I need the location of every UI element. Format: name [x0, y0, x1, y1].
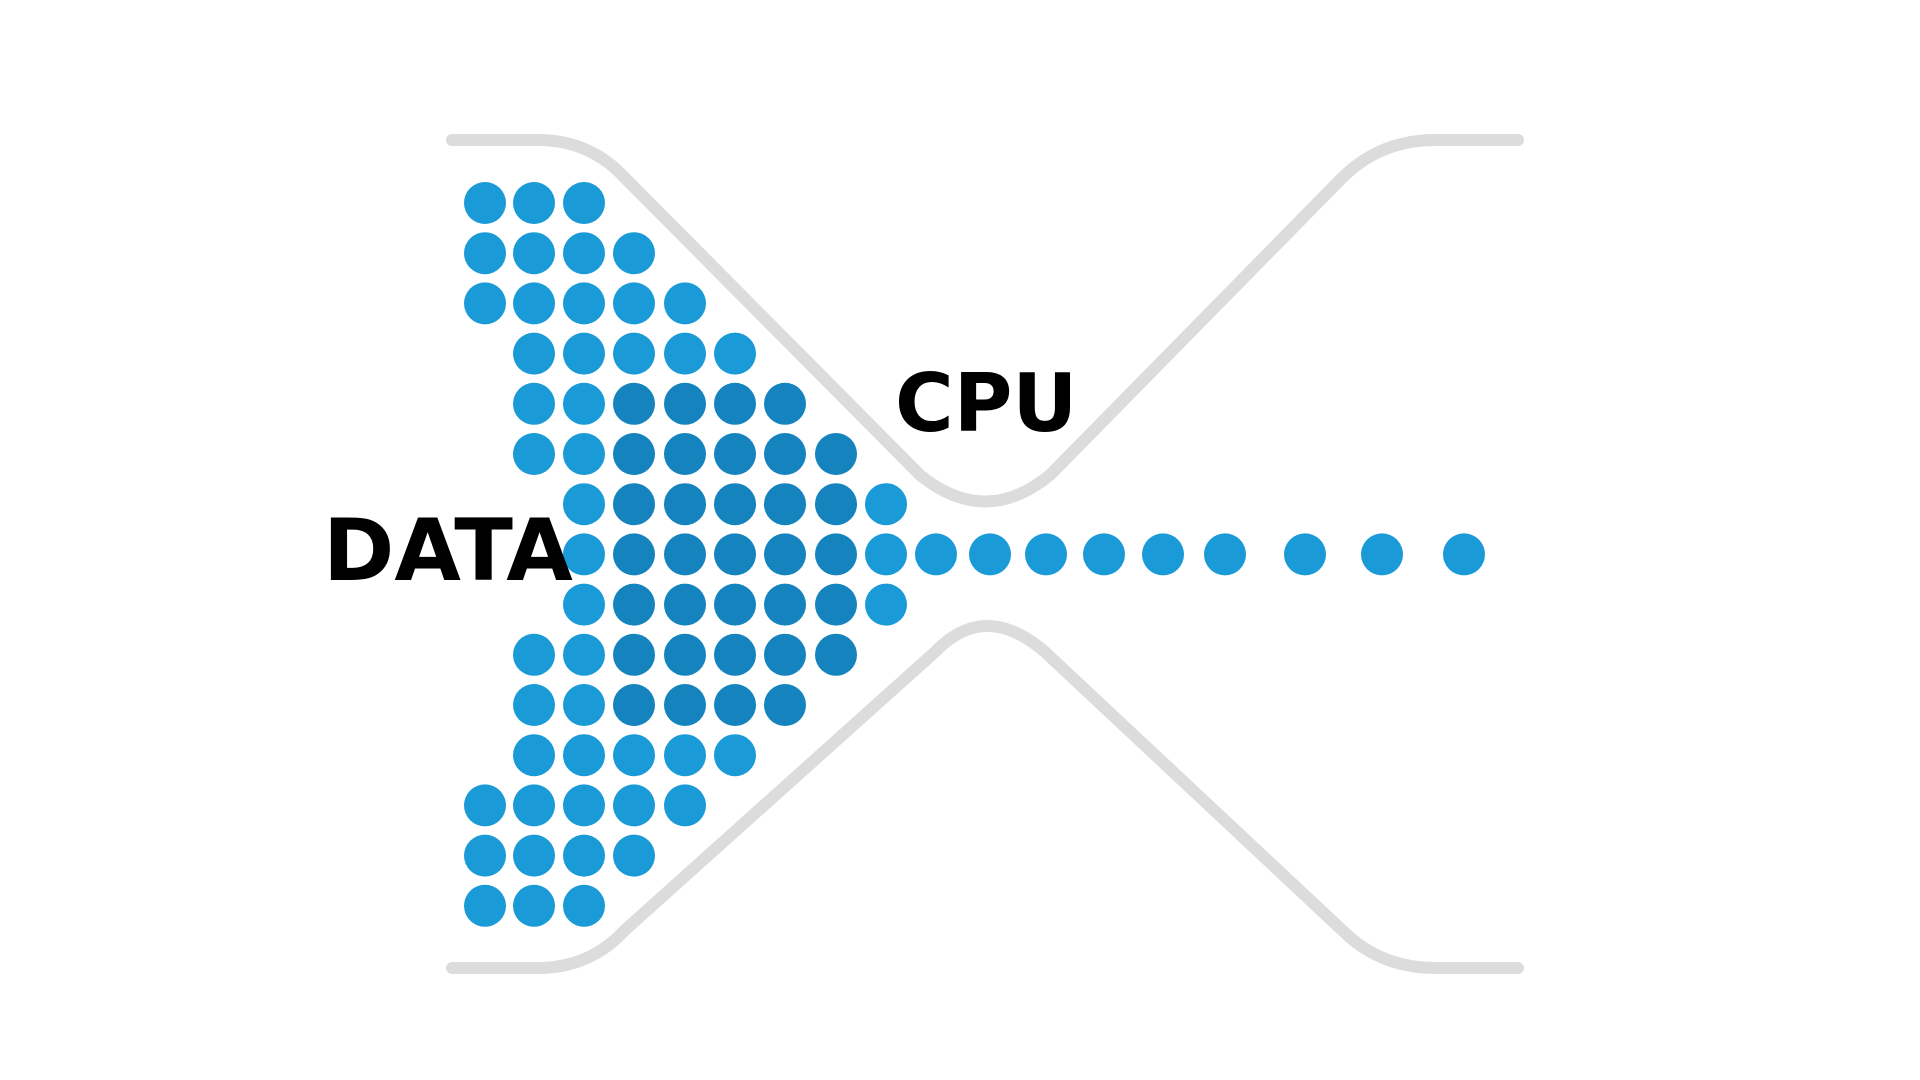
data-dot — [613, 232, 655, 275]
data-dot — [764, 382, 806, 425]
data-dot — [815, 583, 857, 626]
data-dot — [563, 232, 605, 275]
data-dot — [714, 533, 756, 576]
data-dot — [664, 784, 706, 827]
data-dot — [613, 483, 655, 526]
data-dot — [513, 282, 555, 325]
data-dot — [563, 533, 605, 576]
stream-dot — [1361, 533, 1403, 576]
data-dot — [513, 433, 555, 475]
data-dot — [664, 382, 706, 425]
stream-dot — [1284, 533, 1326, 576]
data-dot — [664, 533, 706, 576]
data-dot — [815, 483, 857, 526]
data-dot — [464, 834, 506, 877]
data-dot — [563, 483, 605, 526]
data-dot — [664, 734, 706, 777]
data-dot — [563, 583, 605, 626]
data-dot — [513, 834, 555, 877]
data-dot — [513, 382, 555, 425]
data-dot — [563, 884, 605, 927]
stream-dot — [1025, 533, 1067, 576]
data-dot — [764, 533, 806, 576]
data-dot — [464, 282, 506, 325]
data-dot — [563, 182, 605, 224]
data-dot — [664, 633, 706, 676]
data-dot — [714, 684, 756, 726]
stream-dot — [1083, 533, 1125, 576]
data-dot — [613, 734, 655, 777]
data-dot — [815, 433, 857, 475]
data-dot — [714, 433, 756, 475]
data-dot — [613, 633, 655, 676]
data-dot — [563, 633, 605, 676]
data-dot — [664, 282, 706, 325]
data-dot — [764, 483, 806, 526]
data-label: DATA — [323, 501, 573, 601]
data-dot — [563, 332, 605, 375]
data-dot — [764, 633, 806, 676]
data-dot — [513, 332, 555, 375]
data-dot — [613, 282, 655, 325]
data-dot — [714, 633, 756, 676]
data-dot — [613, 533, 655, 576]
data-dot — [563, 282, 605, 325]
stream-dot — [1443, 533, 1485, 576]
stream-dot — [1204, 533, 1246, 576]
data-dot — [714, 483, 756, 526]
data-dot — [714, 583, 756, 626]
data-dot — [664, 332, 706, 375]
data-dot — [613, 332, 655, 375]
data-dots — [464, 182, 1485, 927]
cpu-label: CPU — [895, 357, 1078, 450]
data-dot — [815, 533, 857, 576]
data-dot — [563, 433, 605, 475]
data-dot — [714, 332, 756, 375]
stream-dot — [915, 533, 957, 576]
funnel-outline-top — [446, 134, 1524, 508]
data-dot — [513, 784, 555, 827]
data-dot — [613, 583, 655, 626]
data-dot — [613, 834, 655, 877]
data-dot — [815, 633, 857, 676]
data-dot — [513, 884, 555, 927]
data-dot — [714, 734, 756, 777]
data-dot — [764, 583, 806, 626]
data-dot — [513, 232, 555, 275]
data-dot — [563, 382, 605, 425]
data-dot — [613, 433, 655, 475]
data-dot — [464, 182, 506, 224]
data-dot — [664, 583, 706, 626]
data-dot — [664, 433, 706, 475]
data-dot — [865, 483, 907, 526]
data-dot — [563, 684, 605, 726]
data-dot — [464, 232, 506, 275]
data-dot — [613, 684, 655, 726]
data-dot — [513, 684, 555, 726]
data-dot — [464, 784, 506, 827]
data-dot — [563, 784, 605, 827]
data-dot — [513, 182, 555, 224]
data-dot — [764, 684, 806, 726]
data-dot — [563, 834, 605, 877]
data-dot — [664, 684, 706, 726]
data-dot — [714, 382, 756, 425]
data-dot — [613, 382, 655, 425]
funnel-outline-bottom — [446, 620, 1524, 974]
data-dot — [563, 734, 605, 777]
data-dot — [513, 633, 555, 676]
data-dot — [764, 433, 806, 475]
data-dot — [513, 734, 555, 777]
data-dot — [664, 483, 706, 526]
data-dot — [464, 884, 506, 927]
data-dot — [865, 583, 907, 626]
stream-dot — [1142, 533, 1184, 576]
stream-dot — [969, 533, 1011, 576]
data-dot — [613, 784, 655, 827]
data-dot — [865, 533, 907, 576]
